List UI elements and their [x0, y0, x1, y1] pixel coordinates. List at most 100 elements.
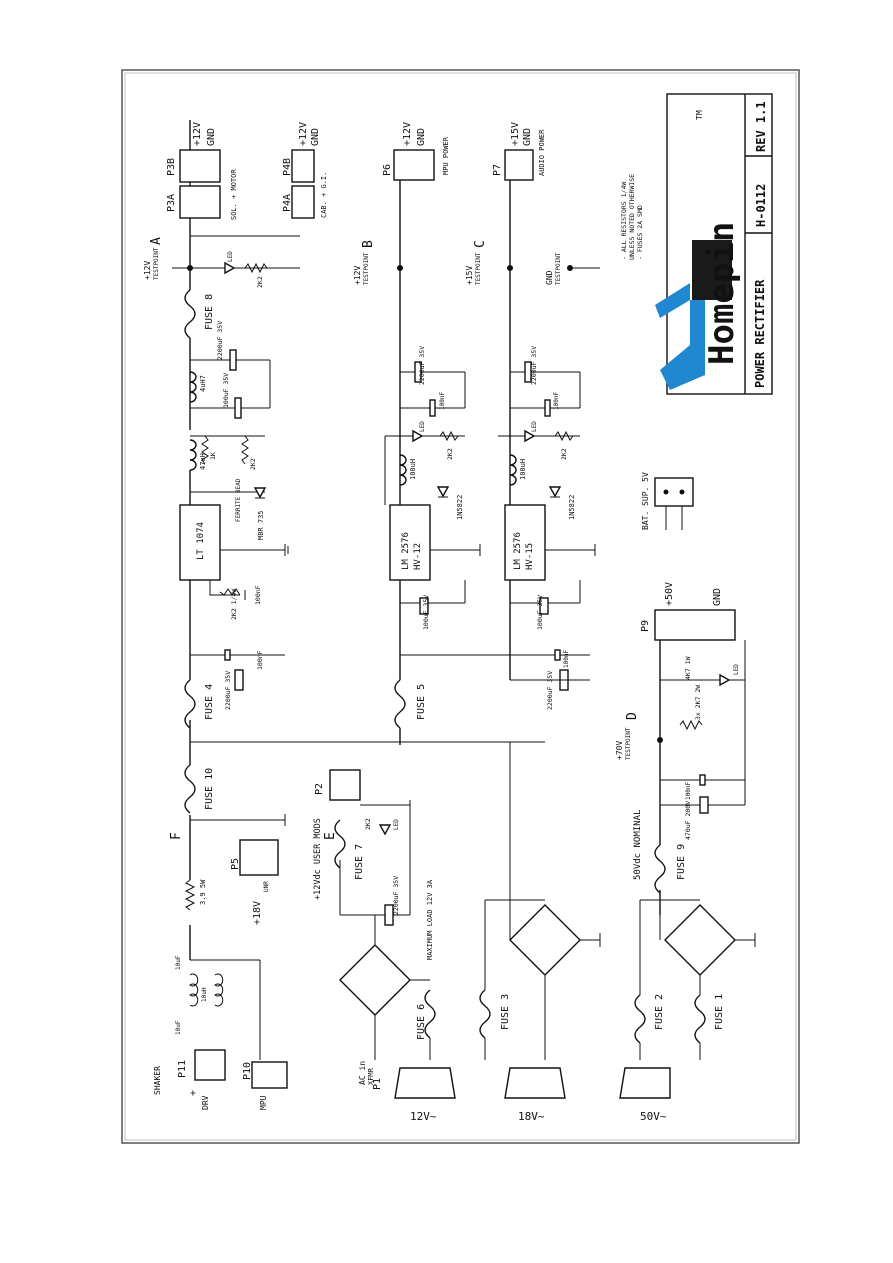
connector-p10	[251, 1061, 288, 1089]
shaker-circuit: 3.9 5W 10uH 10uF 10uF P11 SHAKER + DRV P…	[153, 879, 288, 1110]
svg-text:SOL. + MOTOR: SOL. + MOTOR	[230, 169, 238, 220]
svg-text:2200uF 35V: 2200uF 35V	[546, 671, 554, 710]
svg-text:MAXIMUM LOAD 12V 3A: MAXIMUM LOAD 12V 3A	[426, 879, 434, 960]
svg-text:TESTPOINT: TESTPOINT	[153, 247, 160, 280]
svg-text:3.9 5W: 3.9 5W	[199, 879, 207, 905]
svg-text:AC in: AC in	[358, 1061, 367, 1085]
svg-text:GND: GND	[545, 270, 554, 285]
svg-text:+: +	[188, 1090, 199, 1096]
svg-text:2K2 1/4W: 2K2 1/4W	[230, 589, 238, 620]
svg-text:2K2: 2K2	[446, 448, 454, 460]
logo-brand: Homepin	[702, 222, 742, 365]
svg-text:P4A: P4A	[282, 194, 293, 212]
svg-text:1K: 1K	[209, 452, 217, 460]
svg-text:P3B: P3B	[166, 158, 177, 176]
svg-text:P9: P9	[640, 620, 651, 632]
lm2576-hv15-ic	[504, 504, 546, 581]
svg-text:+70V: +70V	[615, 741, 624, 760]
svg-text:P5: P5	[230, 858, 241, 870]
homepin-logo: Homepin TM	[655, 110, 742, 390]
svg-text:+15V: +15V	[510, 122, 521, 146]
svg-text:4K7 1W: 4K7 1W	[684, 656, 692, 680]
svg-text:100uF 35V: 100uF 35V	[422, 595, 430, 630]
svg-text:LED: LED	[419, 421, 426, 432]
svg-text:2200uF 35V: 2200uF 35V	[224, 671, 232, 710]
svg-text:P7: P7	[492, 164, 503, 176]
svg-text:XFMR: XFMR	[367, 1067, 375, 1085]
fuse-4-label: FUSE 4	[204, 684, 215, 720]
svg-text:50V~: 50V~	[640, 1110, 667, 1123]
svg-text:12V~: 12V~	[410, 1110, 437, 1123]
svg-text:100nF: 100nF	[563, 650, 570, 668]
svg-text:FERRITE BEAD: FERRITE BEAD	[235, 478, 242, 522]
title-text: POWER RECTIFIER	[753, 279, 767, 388]
connector-p4: P4B P4A +12V GND CAB. + G.I.	[190, 122, 328, 237]
svg-text:100nF: 100nF	[553, 392, 560, 410]
svg-text:10uF: 10uF	[175, 955, 182, 970]
svg-text:DRV: DRV	[201, 1095, 210, 1110]
svg-text:+12V: +12V	[402, 122, 413, 146]
fuse-6-label: FUSE 6	[416, 1004, 427, 1040]
svg-text:P4B: P4B	[282, 158, 293, 176]
svg-text:+12V: +12V	[192, 122, 203, 146]
rail-15v-audio: P7 +15V GND AUDIO POWER +15V TESTPOINT C…	[465, 122, 600, 710]
svg-text:LED: LED	[531, 421, 538, 432]
connector-p7	[504, 149, 534, 181]
lm2576-hv12-ic	[389, 504, 431, 581]
connector-p6	[393, 149, 435, 181]
fuse-8-label: FUSE 8	[204, 294, 215, 330]
svg-text:+12Vdc USER MODS: +12Vdc USER MODS	[313, 818, 323, 900]
svg-text:50Vdc NOMINAL: 50Vdc NOMINAL	[633, 810, 643, 880]
connector-p1	[394, 1067, 456, 1099]
fuse-3-label: FUSE 3	[500, 994, 511, 1030]
svg-text:CAB. + G.I.: CAB. + G.I.	[320, 172, 328, 218]
svg-text:LM 2576: LM 2576	[401, 532, 411, 570]
svg-text:100nF: 100nF	[685, 782, 692, 800]
svg-text:GND: GND	[712, 588, 723, 606]
svg-text:MPU POWER: MPU POWER	[442, 136, 450, 175]
svg-text:1N5822: 1N5822	[568, 495, 576, 520]
connector-bat-sup: BAT. SUP. 5V	[641, 472, 694, 530]
svg-text:2200uF 35V: 2200uF 35V	[392, 876, 400, 915]
svg-text:MBR 735: MBR 735	[257, 510, 265, 540]
svg-text:- ALL RESISTORS 1/4W: - ALL RESISTORS 1/4W	[620, 182, 628, 260]
fuse-10-label: FUSE 10	[204, 768, 215, 810]
svg-text:+18V: +18V	[252, 901, 263, 925]
fuse-2-label: FUSE 2	[654, 994, 665, 1030]
svg-text:LED: LED	[227, 251, 234, 262]
rail-50v: P9 +50V GND LED 4K7 1W 3x 2K7 2W +70V TE…	[615, 582, 756, 1123]
lt1074-ic	[179, 504, 221, 581]
svg-text:2200uF 35V: 2200uF 35V	[216, 321, 224, 360]
connector-p11	[194, 1049, 226, 1081]
svg-text:TESTPOINT: TESTPOINT	[555, 252, 562, 285]
svg-text:10uF: 10uF	[175, 1020, 182, 1035]
title-block: REV 1.1 H-0112 POWER RECTIFIER Homepin T…	[655, 93, 773, 395]
svg-text:HV-12: HV-12	[413, 543, 423, 570]
svg-text:+12V: +12V	[353, 266, 362, 285]
svg-text:GND: GND	[522, 128, 533, 146]
testpoint-b: B	[361, 240, 376, 248]
connector-18v-in	[504, 1067, 566, 1099]
svg-text:P6: P6	[382, 164, 393, 176]
connector-p9	[654, 609, 736, 641]
svg-text:+12V: +12V	[143, 261, 152, 280]
svg-text:- FUSES 2A SMD: - FUSES 2A SMD	[636, 205, 644, 260]
rail-12v-mpu: P6 +12V GND MPU POWER +12V TESTPOINT B 2…	[190, 122, 590, 745]
connector-p2	[329, 769, 361, 801]
svg-text:UNLESS NOTED OTHERWISE: UNLESS NOTED OTHERWISE	[628, 174, 636, 260]
svg-text:+15V: +15V	[465, 266, 474, 285]
fuse-7-label: FUSE 7	[354, 844, 365, 880]
svg-text:100nF: 100nF	[256, 650, 264, 670]
svg-text:100uH: 100uH	[409, 459, 417, 480]
svg-text:100uF 35V: 100uF 35V	[222, 373, 230, 408]
svg-text:100uF 35V: 100uF 35V	[536, 595, 544, 630]
svg-text:BAT. SUP. 5V: BAT. SUP. 5V	[641, 472, 650, 530]
svg-text:LED: LED	[393, 819, 400, 830]
svg-text:+12V: +12V	[298, 122, 309, 146]
svg-text:2K2: 2K2	[249, 458, 257, 470]
svg-text:2K2: 2K2	[364, 818, 372, 830]
svg-text:2K2: 2K2	[256, 276, 264, 288]
svg-text:100uH: 100uH	[519, 459, 527, 480]
svg-text:LED: LED	[733, 664, 740, 675]
